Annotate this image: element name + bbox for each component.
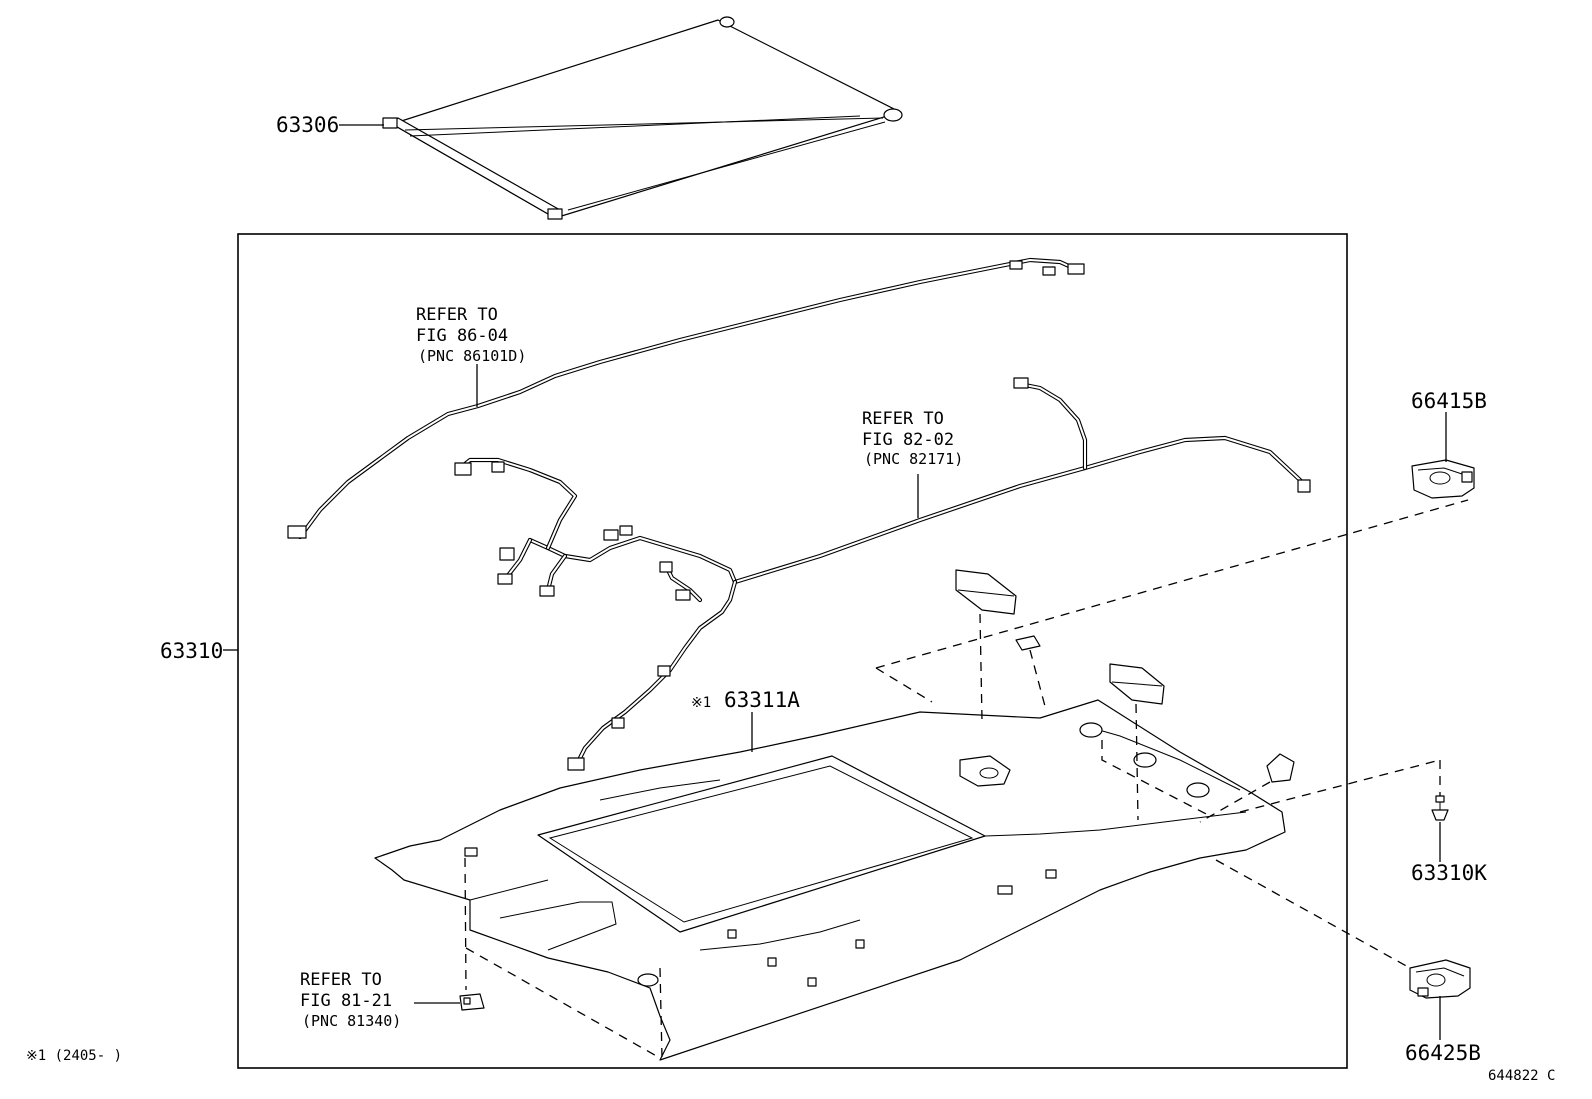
- assist-grip-lower-part: [1409, 959, 1471, 999]
- pad-rear-corner: [1266, 753, 1295, 783]
- ref-82-02-line3: (PNC 82171): [864, 450, 963, 468]
- part-label-63310: 63310: [160, 639, 223, 663]
- sound-pad-front: [955, 569, 1017, 615]
- harness-82171: [454, 377, 1311, 771]
- ref-86-04-line2: FIG 86-04: [416, 326, 508, 346]
- ref-82-02-line1: REFER TO: [862, 409, 944, 429]
- ref-81-21-line3: (PNC 81340): [302, 1012, 401, 1030]
- ref-86-04-line1: REFER TO: [416, 305, 498, 325]
- sound-pad-rear: [1109, 663, 1165, 705]
- ref-81-21-line1: REFER TO: [300, 970, 382, 990]
- part-label-66425b: 66425B: [1405, 1041, 1481, 1065]
- clip-part: [1431, 795, 1449, 821]
- headliner-mark: ※1: [691, 695, 711, 711]
- footnote: ※1 (2405- ): [26, 1048, 122, 1064]
- assist-grip-upper-part: [1411, 459, 1475, 499]
- connector-81340-part: [459, 993, 485, 1011]
- illustration-id: 644822 C: [1488, 1068, 1555, 1084]
- ref-86-04-line3: (PNC 86101D): [418, 347, 526, 365]
- part-label-66415b: 66415B: [1411, 389, 1487, 413]
- assembly-guides: [464, 499, 1469, 1059]
- part-label-63311a: 63311A: [724, 688, 800, 712]
- headliner-part: [374, 699, 1286, 1061]
- part-label-63310k: 63310K: [1411, 861, 1487, 885]
- part-label-63306: 63306: [276, 113, 339, 137]
- sunshade-part: [382, 16, 903, 220]
- assembly-frame: [237, 233, 1348, 1069]
- harness-86101d: [287, 257, 1085, 540]
- ref-81-21-line2: FIG 81-21: [300, 991, 392, 1011]
- ref-82-02-line2: FIG 82-02: [862, 430, 954, 450]
- clip-pad: [1015, 635, 1041, 651]
